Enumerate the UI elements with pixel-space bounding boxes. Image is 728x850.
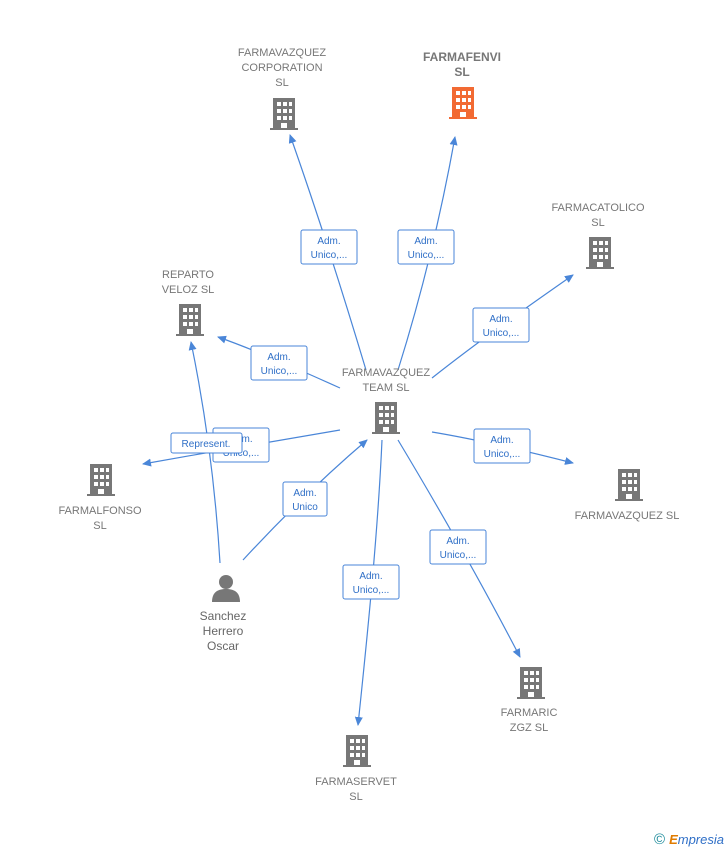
edge-label-farmacatolico[interactable]: Adm. Unico,... [472, 307, 530, 343]
node-farmavazquez-sl[interactable]: FARMAVAZQUEZ SL [575, 469, 680, 522]
svg-text:Sanchez: Sanchez [200, 609, 247, 623]
node-farmavazquez-team[interactable]: FARMAVAZQUEZ TEAM SL [342, 367, 430, 434]
svg-text:Adm.: Adm. [293, 488, 316, 499]
building-icon [87, 464, 115, 496]
svg-text:FARMARIC: FARMARIC [501, 707, 558, 719]
svg-text:Adm.: Adm. [489, 314, 512, 325]
node-farmacatolico[interactable]: FARMACATOLICO SL [551, 202, 645, 269]
brand-initial: E [669, 832, 678, 847]
edge-label-farmavazquez[interactable]: Adm. Unico,... [473, 428, 531, 464]
svg-text:SL: SL [93, 520, 106, 532]
edge-label-farmaric[interactable]: Adm. Unico,... [429, 529, 487, 565]
building-icon [372, 402, 400, 434]
svg-text:TEAM SL: TEAM SL [362, 382, 409, 394]
svg-text:Unico,...: Unico,... [223, 448, 260, 459]
svg-text:FARMASERVET: FARMASERVET [315, 776, 397, 788]
building-icon [176, 304, 204, 336]
svg-text:SL: SL [349, 791, 362, 803]
svg-text:Unico,...: Unico,... [261, 366, 298, 377]
empresia-brand-footer[interactable]: ©Empresia [654, 831, 724, 848]
node-farmalfonso[interactable]: FARMALFONSO SL [58, 464, 142, 532]
svg-text:SL: SL [591, 217, 604, 229]
svg-text:FARMAVAZQUEZ: FARMAVAZQUEZ [342, 367, 430, 379]
copyright-icon: © [654, 831, 666, 848]
svg-text:Unico,...: Unico,... [353, 585, 390, 596]
svg-text:FARMACATOLICO: FARMACATOLICO [551, 202, 645, 214]
svg-text:Adm.: Adm. [446, 536, 469, 547]
svg-text:Adm.: Adm. [359, 571, 382, 582]
svg-text:Unico,...: Unico,... [408, 250, 445, 261]
edge-label-reparto[interactable]: Adm. Unico,... [250, 345, 308, 381]
person-icon [212, 575, 240, 602]
svg-text:FARMAVAZQUEZ SL: FARMAVAZQUEZ SL [575, 510, 680, 522]
svg-text:Oscar: Oscar [207, 639, 239, 653]
svg-text:Herrero: Herrero [203, 624, 244, 638]
svg-text:Unico,...: Unico,... [483, 328, 520, 339]
edge-label-farmaservet[interactable]: Adm. Unico,... [342, 564, 400, 600]
svg-text:Adm.: Adm. [414, 236, 437, 247]
node-person-sanchez-herrero[interactable]: Sanchez Herrero Oscar [200, 575, 247, 653]
brand-name: mpresia [677, 832, 724, 847]
edge-label-person-center[interactable]: Adm. Unico [282, 481, 328, 517]
node-farmafenvi[interactable]: FARMAFENVI SL [423, 50, 501, 119]
building-icon [449, 87, 477, 119]
svg-text:Unico: Unico [292, 502, 318, 513]
svg-text:SL: SL [454, 65, 469, 79]
building-icon [517, 667, 545, 699]
edge-label-person-reparto[interactable]: Represent. [170, 432, 243, 454]
svg-text:VELOZ SL: VELOZ SL [162, 284, 215, 296]
building-icon [270, 98, 298, 130]
node-farmavazquez-corporation[interactable]: FARMAVAZQUEZ CORPORATION SL [238, 47, 326, 130]
svg-text:FARMALFONSO: FARMALFONSO [58, 505, 142, 517]
edge-label-farmafenvi[interactable]: Adm. Unico,... [397, 229, 455, 265]
edge-label-corporation[interactable]: Adm. Unico,... [300, 229, 358, 265]
svg-text:Adm.: Adm. [267, 352, 290, 363]
node-farmaric-zgz[interactable]: FARMARIC ZGZ SL [501, 667, 558, 734]
svg-text:ZGZ SL: ZGZ SL [510, 722, 549, 734]
building-icon [615, 469, 643, 501]
svg-text:Adm.: Adm. [490, 435, 513, 446]
building-icon [586, 237, 614, 269]
svg-text:CORPORATION: CORPORATION [241, 62, 322, 74]
svg-text:Unico,...: Unico,... [484, 449, 521, 460]
svg-text:FARMAFENVI: FARMAFENVI [423, 50, 501, 64]
node-farmaservet[interactable]: FARMASERVET SL [315, 735, 397, 803]
svg-text:REPARTO: REPARTO [162, 269, 214, 281]
svg-text:Represent.: Represent. [182, 439, 231, 450]
svg-text:FARMAVAZQUEZ: FARMAVAZQUEZ [238, 47, 326, 59]
svg-text:SL: SL [275, 77, 288, 89]
building-icon [343, 735, 371, 767]
svg-text:Adm.: Adm. [317, 236, 340, 247]
svg-text:Unico,...: Unico,... [311, 250, 348, 261]
node-reparto-veloz[interactable]: REPARTO VELOZ SL [162, 269, 215, 336]
svg-text:Unico,...: Unico,... [440, 550, 477, 561]
